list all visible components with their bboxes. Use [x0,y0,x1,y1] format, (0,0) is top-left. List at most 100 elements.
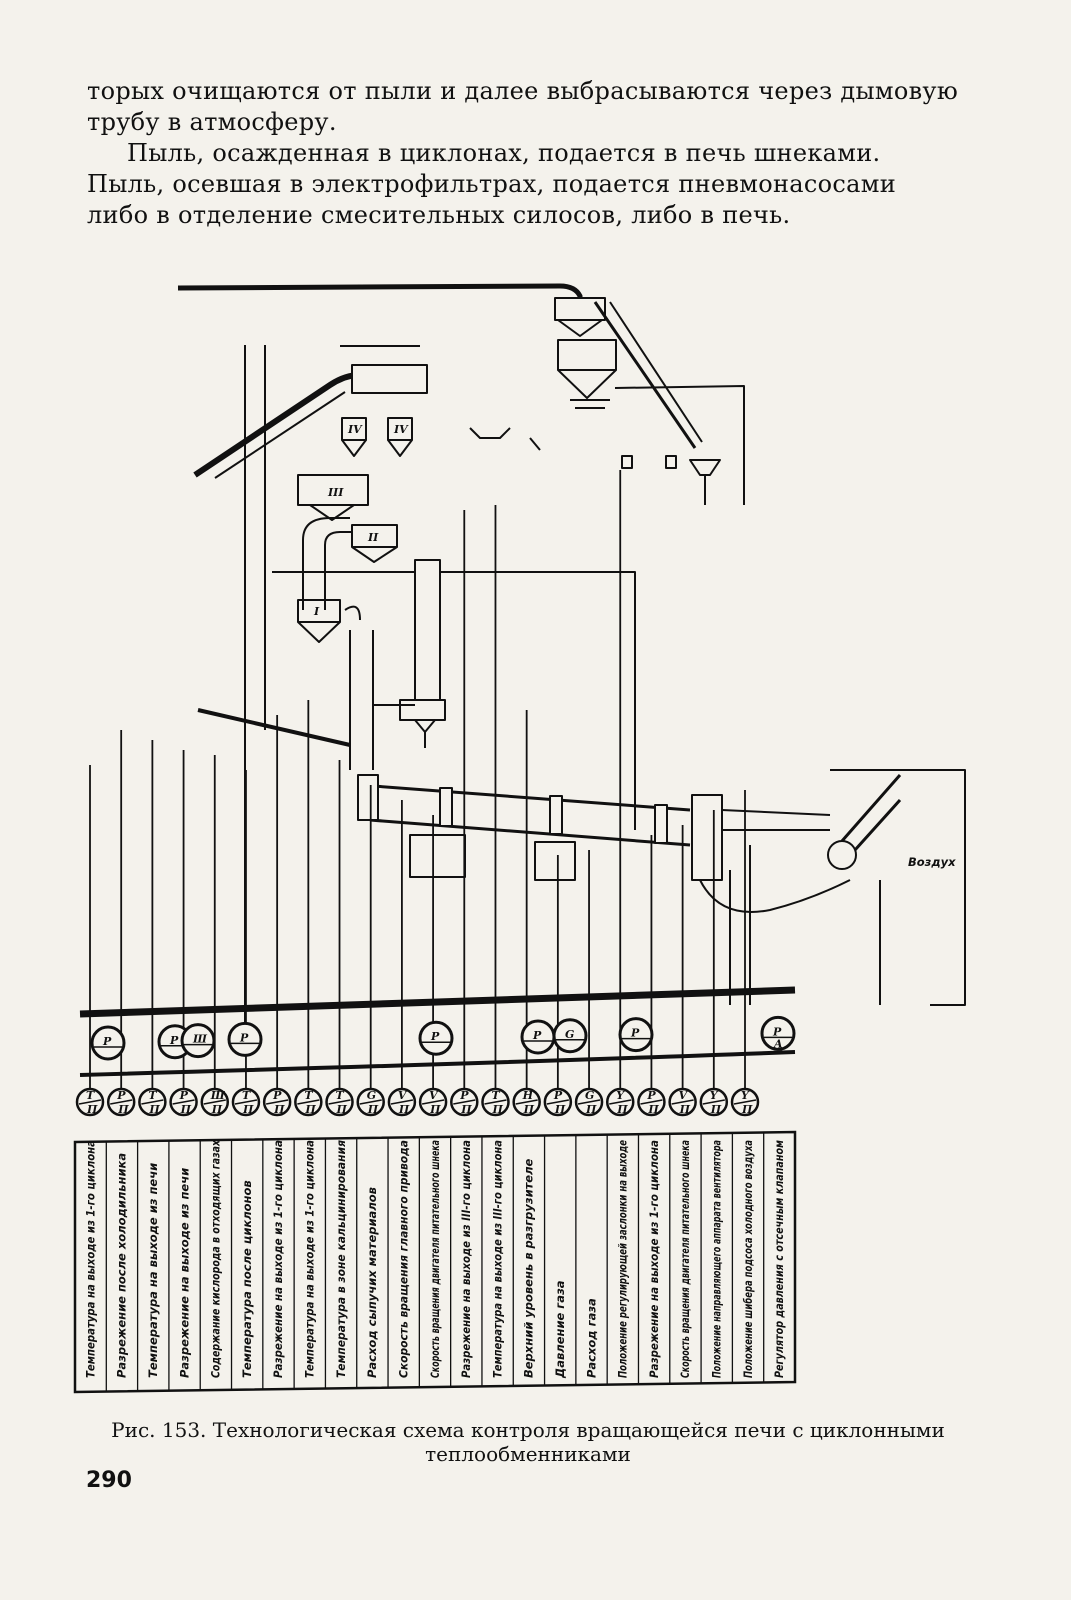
table-label: Температура на выходе из III-го циклона [490,1140,504,1378]
cyclone-i [297,599,341,623]
figure-caption: Рис. 153. Технологическая схема контроля… [78,1418,978,1466]
indicator-sub: П [336,1103,348,1116]
equipment-drawing [177,283,966,1030]
indicator-symbol: G [367,1089,376,1102]
signal-lines [89,470,746,1088]
recorder-symbol: P [102,1035,112,1048]
indicator-symbol: T [491,1089,500,1102]
body-paragraph-2: Пыль, осажденная в циклонах, подается в … [87,139,897,229]
indicator-symbol: Y [616,1089,625,1102]
indicator-sub: П [429,1103,441,1116]
indicator-sub: П [242,1103,254,1116]
kiln-support-box [534,841,576,881]
kiln-hood [691,794,723,881]
indicator-symbol: T [242,1089,251,1102]
table-label: Разрежение на выходе из 1-го циклона [271,1140,285,1378]
recorder-symbol: P [239,1031,249,1044]
indicator-symbol: P [272,1089,282,1102]
table-label: Разрежение на выходе из 1-го циклона [647,1140,661,1378]
indicator-sub: П [585,1103,597,1116]
indicator-sub: П [367,1103,379,1116]
recorder-sub: A [773,1037,783,1050]
indicator-sub: П [460,1103,472,1116]
indicator-row: TПPПTПPПШПTПPПTПTПGПVПVПPПTПHПPПGПYПPПVП… [75,1087,760,1117]
cyclone-iv-right [387,417,413,457]
indicator-sub: П [679,1103,691,1116]
measurement-table: Температура на выходе из 1-го циклона Раз… [73,1130,797,1394]
table-label: Положение направляющего аппарата вентиля… [709,1140,723,1378]
table-label: Содержание кислорода в отходящих газах [209,1140,223,1378]
indicator-sub: П [180,1103,192,1116]
indicator-symbol: G [585,1089,594,1102]
recorder: G [552,1018,588,1054]
indicator: PП [106,1087,136,1117]
table-label: Разрежение на выходе из III-го циклона [459,1140,473,1378]
indicator: PП [169,1087,198,1117]
kiln-drive-box [409,834,466,878]
indicator-symbol: Y [741,1089,750,1102]
table-label: Верхний уровень в разгрузителе [522,1158,536,1378]
air-label: Воздух [908,855,956,869]
cyclone-label: IV [393,423,409,436]
recorder-symbol: P [169,1034,179,1047]
indicator: PП [543,1087,573,1117]
table-label: Температура на выходе из 1-го циклона [303,1140,317,1378]
recorder: PA [760,1015,796,1051]
indicator-sub: П [398,1103,410,1116]
recorder-symbol: P [532,1029,542,1042]
indicator-symbol: P [646,1089,656,1102]
recorder: P [418,1020,454,1056]
indicator-symbol: T [148,1089,157,1102]
svg-text:Воздух: Воздух [908,855,956,869]
electrostatic-precipitator [414,559,441,701]
indicator: PП [262,1087,292,1117]
caption-text: Технологическая схема контроля вращающей… [212,1418,945,1466]
indicator-sub: П [741,1103,753,1116]
recorder: Ш [180,1023,216,1059]
table-label: Расход газа [584,1298,598,1378]
recorder-symbol: P [430,1030,440,1043]
recorder: P [90,1025,126,1061]
indicator-sub: П [523,1103,535,1116]
indicator-sub: П [554,1103,566,1116]
fan [827,840,857,870]
body-paragraph-1: торых очищаются от пыли и далее выбрасыв… [87,77,959,136]
indicator: ШП [200,1087,230,1117]
indicator-symbol: P [116,1089,126,1102]
table-label: Температура на выходе из 1-го циклона [83,1140,97,1378]
main-bin [557,339,617,371]
cyclone-iv-left [341,417,367,457]
indicator-sub: П [86,1103,98,1116]
cyclone-label: II [367,531,379,544]
indicator-symbol: T [86,1089,95,1102]
table-label: Скорость вращения двигателя питательного… [678,1140,692,1378]
table-label: Расход сыпучих материалов [365,1187,379,1378]
indicator: YП [730,1087,760,1117]
cyclone-label: IV [347,423,363,436]
table-label: Положение регулирующей заслонки на выход… [616,1140,630,1378]
cyclone-label: I [313,605,320,618]
indicator: PП [637,1087,666,1117]
indicator: GП [356,1087,385,1117]
recorder: P [520,1019,556,1055]
table-label: Температура после циклонов [240,1180,254,1378]
table-label: Давление газа [553,1280,567,1379]
indicator-symbol: P [553,1089,563,1102]
table-label: Скорость вращения двигателя питательного… [428,1140,442,1378]
indicator: PП [450,1087,479,1117]
table-label: Температура в зоне кальцинирования [334,1139,348,1378]
indicator-sub: П [616,1103,628,1116]
top-hopper-box [554,297,606,321]
indicator: TП [294,1087,323,1117]
cyclone-ii [351,524,398,548]
indicator: YП [699,1087,729,1117]
indicator: GП [574,1087,604,1117]
indicator: VП [418,1087,448,1117]
indicator-sub: П [117,1103,129,1116]
indicator-symbol: Y [710,1089,719,1102]
indicator: TП [138,1087,167,1117]
indicator-symbol: T [304,1089,313,1102]
